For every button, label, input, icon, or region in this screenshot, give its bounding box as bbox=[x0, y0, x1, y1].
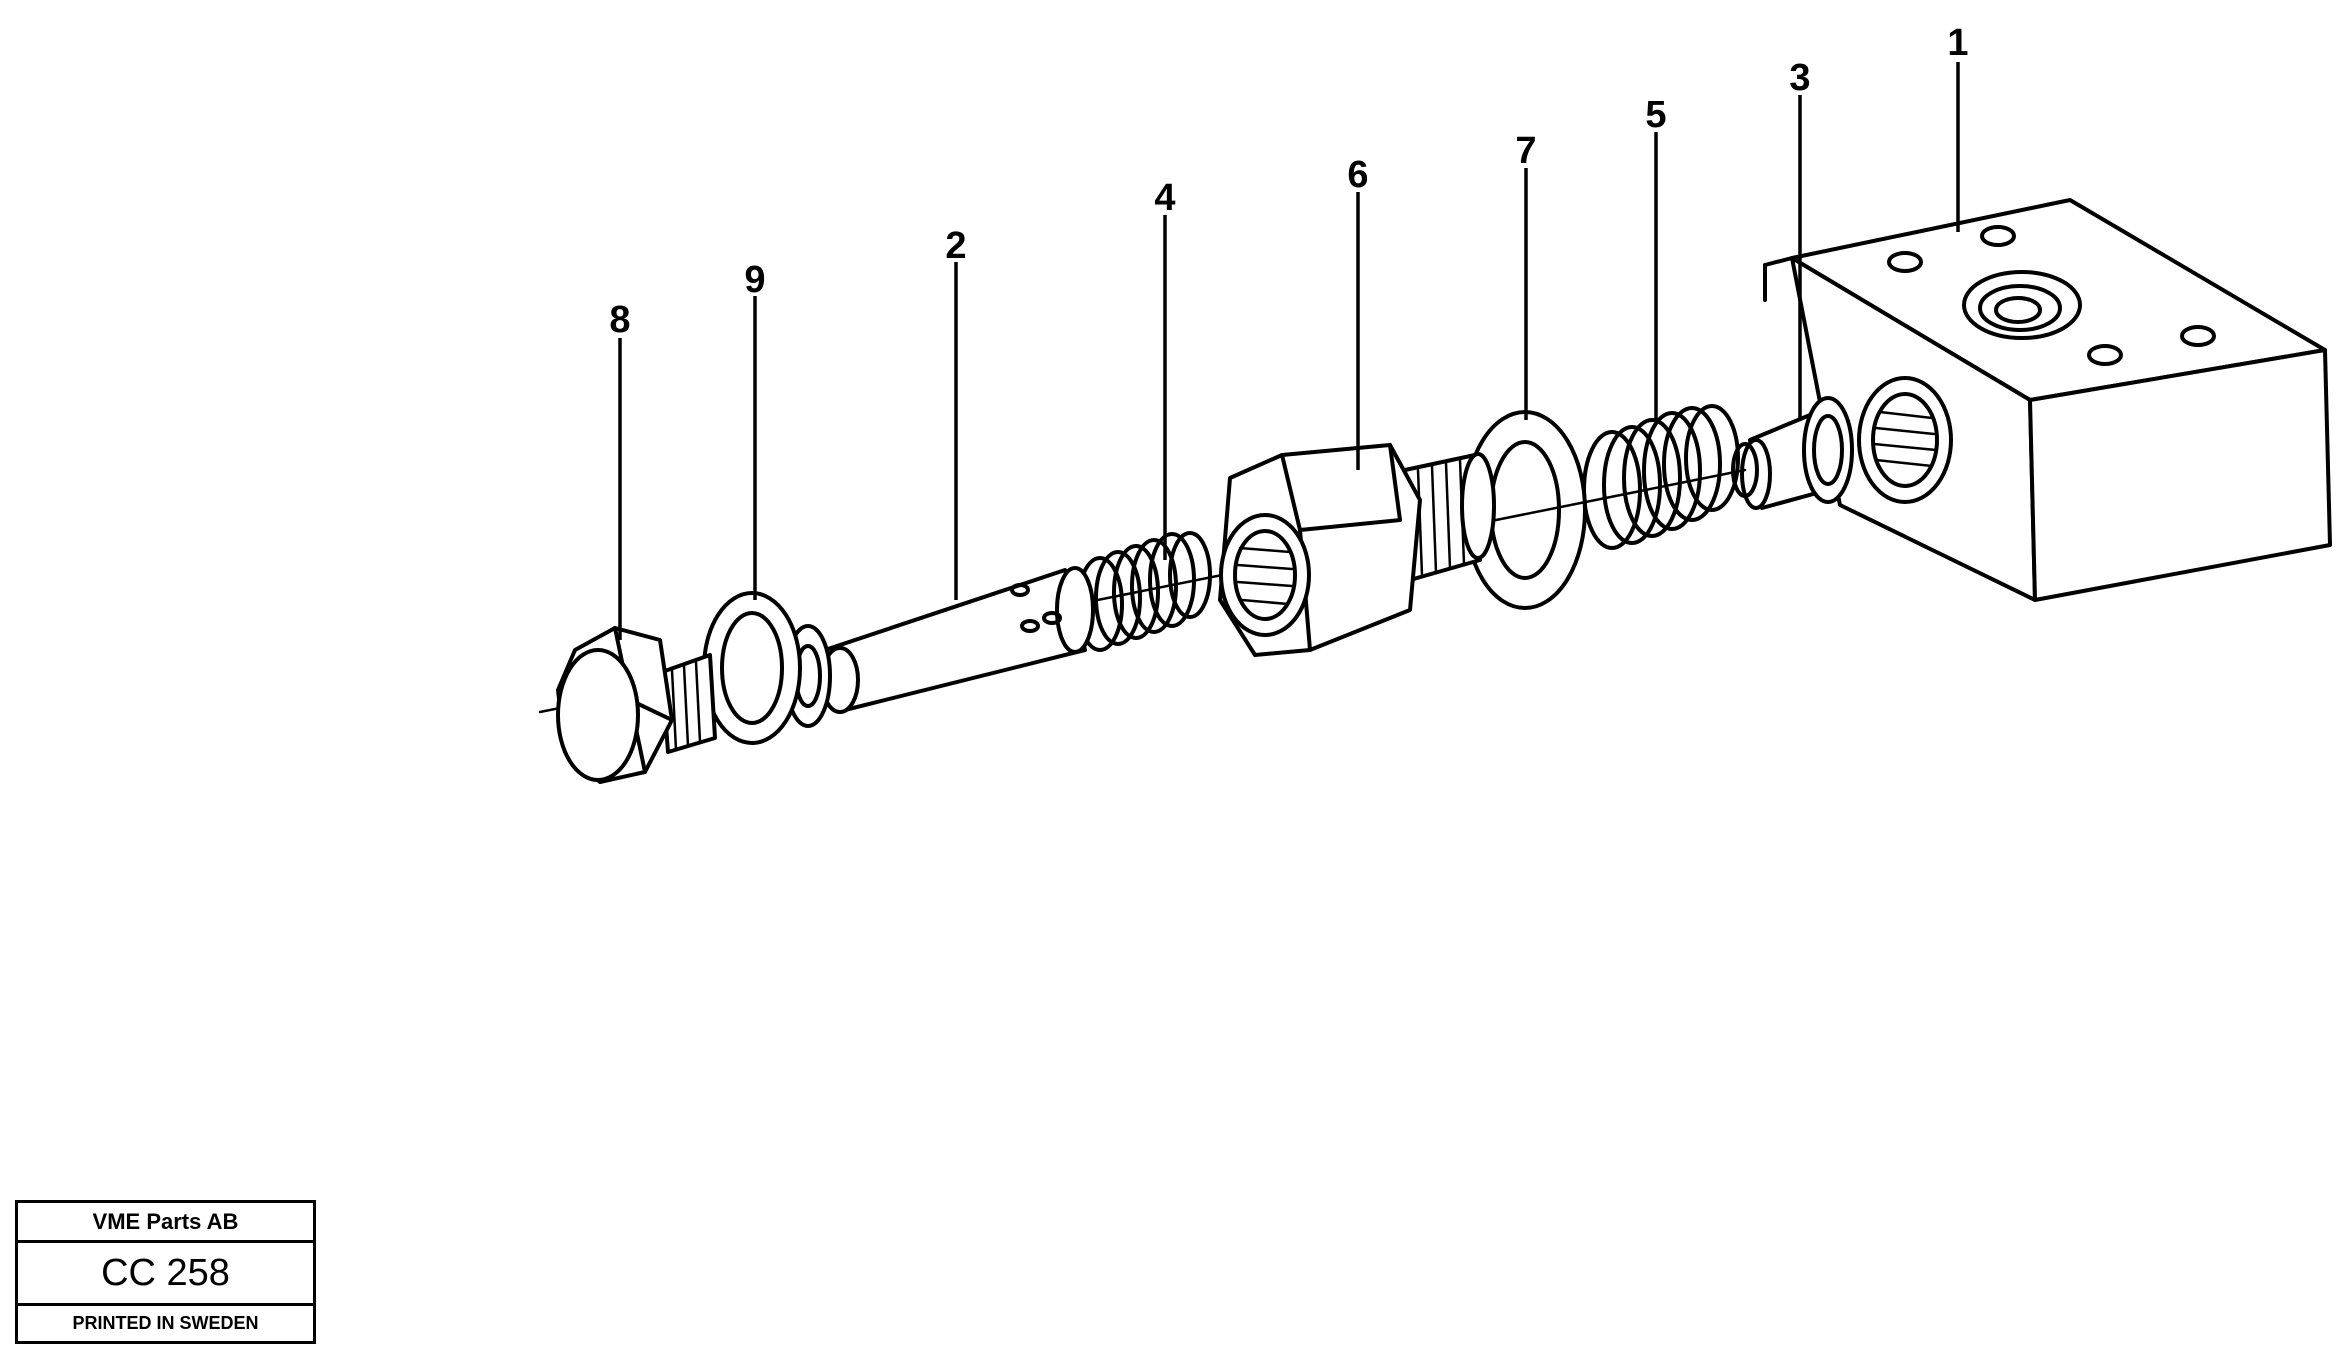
title-block: VME Parts AB CC 258 PRINTED IN SWEDEN bbox=[15, 1200, 316, 1344]
part-5-spring bbox=[1582, 404, 1740, 550]
callout-labels: 1 2 3 4 5 6 7 8 9 bbox=[609, 22, 1968, 341]
callout-7: 7 bbox=[1515, 130, 1536, 172]
callout-5: 5 bbox=[1645, 94, 1666, 136]
printed-note: PRINTED IN SWEDEN bbox=[72, 1313, 259, 1333]
callout-8: 8 bbox=[609, 299, 630, 341]
drawing-code: CC 258 bbox=[18, 1243, 313, 1306]
part-8-plug bbox=[556, 626, 717, 784]
callout-3: 3 bbox=[1789, 57, 1810, 99]
callout-1: 1 bbox=[1947, 22, 1968, 64]
part-1-valve-block bbox=[1763, 198, 2332, 602]
callout-2: 2 bbox=[945, 225, 966, 267]
callout-9: 9 bbox=[744, 259, 765, 301]
part-6-hex-union bbox=[1218, 443, 1496, 657]
company-name: VME Parts AB bbox=[18, 1203, 313, 1243]
part-2-spool bbox=[784, 566, 1095, 728]
leader-lines bbox=[618, 62, 1960, 640]
part-3-valve-seat bbox=[1731, 396, 1854, 510]
callout-6: 6 bbox=[1347, 154, 1368, 196]
callout-4: 4 bbox=[1154, 177, 1175, 219]
part-9-seal-washer bbox=[702, 591, 802, 745]
